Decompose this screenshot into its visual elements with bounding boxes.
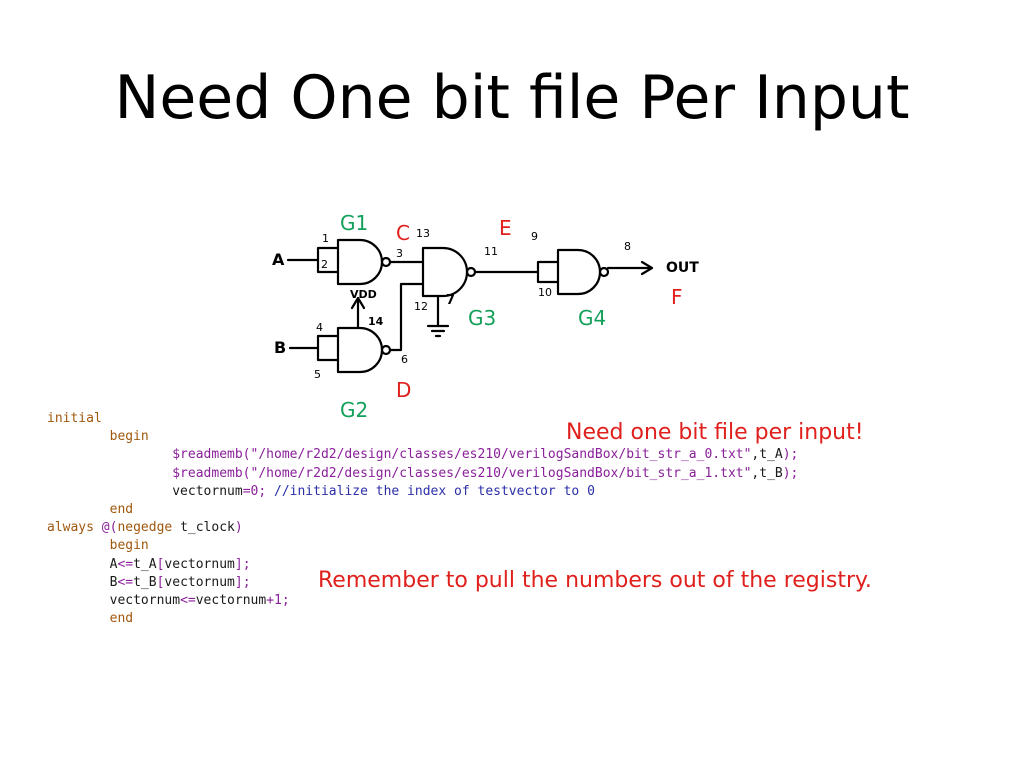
node-label-f: F [671,285,683,309]
code-symbol: @( [101,520,118,536]
gate-g1-nand [336,238,384,286]
code-identifier: t_clock [172,520,235,536]
pin-12: 12 [414,300,428,313]
gate-g1-bubble [380,256,392,268]
code-identifier: B [109,574,118,590]
output-label: OUT [666,260,699,276]
code-symbol: [ [156,556,165,572]
vdd-label: VDD [350,288,377,301]
pin-11: 11 [484,245,498,258]
code-operator: = [242,483,251,499]
code-operator: <= [117,574,134,590]
code-keyword: end [109,611,134,627]
code-identifier: ,t_B [751,465,783,481]
code-function: $readmemb( [172,447,251,463]
code-line-8: begin [47,537,798,555]
wire-e-split [536,260,560,284]
pin-9: 9 [531,230,538,243]
node-label-c: C [396,221,410,245]
wire-a-split [316,246,340,274]
code-keyword: end [109,501,134,517]
code-symbol: ; [258,483,274,499]
node-label-d: D [396,378,411,402]
code-line-5: vectornum=0; //initialize the index of t… [47,483,798,501]
code-operator: <= [117,556,134,572]
code-keyword: begin [109,429,149,445]
code-identifier: vectornum [109,592,181,608]
input-a-label: A [272,250,285,269]
out-arrow [640,260,654,276]
note-registry: Remember to pull the numbers out of the … [318,568,872,593]
gate-g3-bubble [465,266,477,278]
code-keyword: negedge [117,520,173,536]
vdd-arrow [350,296,366,310]
code-line-1: initial [47,410,798,428]
code-identifier: t_A [133,556,157,572]
code-keyword: begin [109,538,149,554]
pin-4: 4 [316,321,323,334]
code-number: 1 [274,592,282,608]
gate-g4-bubble [598,266,610,278]
gate-label-g4: G4 [578,306,606,330]
gate-g4-nand [556,248,602,296]
code-line-11: vectornum<=vectornum+1; [47,592,798,610]
code-keyword: always [47,520,94,536]
pin-6: 6 [401,353,408,366]
code-function: $readmemb( [172,465,251,481]
pin-8: 8 [624,240,631,253]
code-comment: //initialize the index of testvector to … [274,483,595,499]
gate-label-g1: G1 [340,211,368,235]
wire-b-split [316,334,340,362]
wire-d [388,282,425,352]
code-number: 0 [250,483,259,499]
code-symbol: ]; [234,556,251,572]
pin-1: 1 [322,232,329,245]
pin-5: 5 [314,368,321,381]
code-line-12: end [47,610,798,628]
code-identifier: t_B [133,574,157,590]
ground-symbol [426,324,450,338]
code-string: "/home/r2d2/design/classes/es210/verilog… [250,465,752,481]
code-symbol: ]; [234,574,251,590]
code-operator: <= [180,592,196,608]
slide-title: Need One bit file Per Input [114,63,910,133]
code-line-6: end [47,501,798,519]
code-identifier: vectornum [164,574,235,590]
code-line-9: A<=t_A[vectornum]; [47,556,798,574]
code-line-2: begin [47,428,798,446]
code-identifier: vectornum [195,592,267,608]
code-line-7: always @(negedge t_clock) [47,519,798,537]
code-line-4: $readmemb("/home/r2d2/design/classes/es2… [47,465,798,483]
code-line-3: $readmemb("/home/r2d2/design/classes/es2… [47,446,798,464]
logic-circuit-diagram: A B OUT VDD 1 2 3 13 12 7 11 9 10 8 4 5 … [272,211,699,422]
code-identifier: vectornum [172,483,243,499]
code-identifier: A [109,556,118,572]
code-symbol: ); [782,465,799,481]
code-keyword: initial [47,411,102,426]
pin-14: 14 [368,315,384,328]
pin-7: 7 [446,293,455,308]
note-bit-file: Need one bit file per input! [566,420,864,445]
pin-3: 3 [396,247,403,260]
pin-13: 13 [416,227,430,240]
code-symbol: [ [156,574,165,590]
input-b-label: B [274,338,286,357]
code-identifier: vectornum [164,556,235,572]
gate-g2-nand [336,326,384,374]
pin-2: 2 [321,258,328,271]
code-string: "/home/r2d2/design/classes/es210/verilog… [250,447,752,463]
verilog-code-block: initial begin $readmemb("/home/r2d2/desi… [47,410,798,628]
code-identifier: ,t_A [751,447,783,463]
code-symbol: ; [281,592,290,608]
code-symbol: ) [234,520,243,536]
gate-g3-nand [421,246,469,298]
code-operator: + [266,592,275,608]
gate-g2-bubble [380,344,392,356]
gate-label-g3: G3 [468,306,496,330]
gate-label-g2: G2 [340,398,368,422]
code-symbol: ); [782,447,799,463]
node-label-e: E [499,216,512,240]
pin-10: 10 [538,286,552,299]
code-line-10: B<=t_B[vectornum]; [47,574,798,592]
